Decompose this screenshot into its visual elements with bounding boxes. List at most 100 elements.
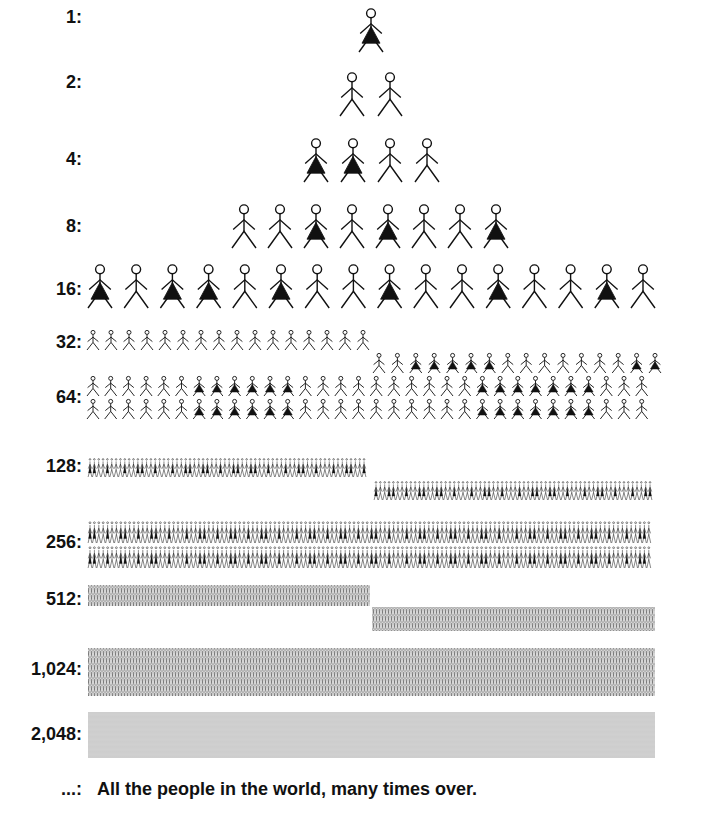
stick-figure bbox=[163, 547, 167, 568]
row-count: 1: bbox=[66, 8, 82, 28]
stick-figure bbox=[247, 522, 251, 543]
stick-figure bbox=[579, 482, 583, 500]
stick-figure bbox=[340, 73, 364, 116]
stick-figure bbox=[561, 482, 565, 500]
stick-figure bbox=[453, 522, 457, 543]
stick-figure bbox=[166, 459, 170, 477]
stick-figure bbox=[246, 376, 258, 396]
stick-figure bbox=[282, 522, 286, 543]
stick-figure bbox=[639, 482, 643, 500]
row-count: 1,024: bbox=[31, 660, 82, 680]
stick-figure bbox=[459, 399, 471, 419]
stick-figure bbox=[105, 399, 117, 419]
stick-figure bbox=[232, 459, 236, 477]
stick-figure bbox=[387, 547, 391, 568]
stick-figure bbox=[406, 399, 418, 419]
stick-figure bbox=[440, 522, 444, 543]
stick-figure bbox=[511, 547, 515, 568]
stick-figure bbox=[484, 205, 508, 248]
stick-figure bbox=[211, 399, 223, 419]
stick-figure bbox=[577, 547, 581, 568]
stick-figure bbox=[568, 522, 572, 543]
stick-figure bbox=[449, 522, 453, 543]
stick-figure bbox=[246, 399, 258, 419]
stick-figure bbox=[458, 547, 462, 568]
stick-figure bbox=[546, 522, 550, 543]
stick-figure bbox=[441, 399, 453, 419]
stick-figure bbox=[583, 482, 587, 500]
stick-figure bbox=[475, 547, 479, 568]
stick-figure bbox=[267, 330, 279, 350]
stick-figure bbox=[240, 459, 244, 477]
stick-figure bbox=[343, 522, 347, 543]
stick-figure bbox=[431, 482, 435, 500]
stick-figure bbox=[374, 522, 378, 543]
stick-figure bbox=[519, 547, 523, 568]
stick-figure bbox=[361, 547, 365, 568]
stick-figure bbox=[512, 399, 524, 419]
stick-figure bbox=[603, 522, 607, 543]
stick-figure bbox=[167, 522, 171, 543]
row-count: 512: bbox=[46, 590, 82, 610]
stick-figure bbox=[638, 547, 642, 568]
stick-figure bbox=[137, 522, 141, 543]
stick-figure bbox=[141, 330, 153, 350]
stick-figure bbox=[232, 205, 256, 248]
stick-figure bbox=[405, 482, 409, 500]
stick-figure bbox=[304, 139, 328, 182]
stick-figure bbox=[522, 482, 526, 500]
stick-figure bbox=[321, 547, 325, 568]
stick-figure bbox=[465, 353, 477, 373]
stick-figure bbox=[132, 459, 136, 477]
stick-figure bbox=[428, 353, 440, 373]
stick-figure bbox=[330, 547, 334, 568]
stick-figure bbox=[412, 205, 436, 248]
stick-figure bbox=[572, 522, 576, 543]
stick-figure bbox=[480, 547, 484, 568]
stick-figure bbox=[494, 376, 506, 396]
stick-figure bbox=[207, 547, 211, 568]
stick-figure bbox=[158, 399, 170, 419]
crowd-block bbox=[88, 648, 655, 696]
stick-figure bbox=[340, 205, 364, 248]
stick-figure bbox=[326, 522, 330, 543]
stick-figure bbox=[445, 522, 449, 543]
stick-figure bbox=[227, 459, 231, 477]
stick-figure bbox=[544, 482, 548, 500]
stick-figure bbox=[618, 482, 622, 500]
stick-figure bbox=[225, 547, 229, 568]
stick-figure bbox=[483, 482, 487, 500]
stick-figure bbox=[332, 459, 336, 477]
stick-figure bbox=[625, 547, 629, 568]
stick-figure bbox=[353, 376, 365, 396]
row-count: 2,048: bbox=[31, 725, 82, 745]
stick-figure bbox=[581, 522, 585, 543]
stick-figure bbox=[352, 522, 356, 543]
stick-figure bbox=[114, 459, 118, 477]
stick-figure bbox=[581, 547, 585, 568]
stick-figure bbox=[255, 522, 259, 543]
stick-figure bbox=[489, 547, 493, 568]
stick-figure bbox=[176, 376, 188, 396]
stick-figure bbox=[141, 547, 145, 568]
stick-figure bbox=[285, 330, 297, 350]
stick-figure bbox=[378, 265, 402, 308]
stick-figure bbox=[233, 522, 237, 543]
stick-figure bbox=[414, 522, 418, 543]
stick-figure bbox=[413, 482, 417, 500]
stick-figure bbox=[631, 353, 643, 373]
stick-figure bbox=[97, 547, 101, 568]
stick-figure bbox=[574, 482, 578, 500]
stick-figure bbox=[583, 376, 595, 396]
stick-figure bbox=[159, 522, 163, 543]
stick-figure bbox=[502, 522, 506, 543]
stick-figure bbox=[505, 482, 509, 500]
stick-figure bbox=[211, 376, 223, 396]
stick-figure bbox=[409, 522, 413, 543]
stick-figure bbox=[97, 459, 101, 477]
stick-figure bbox=[462, 547, 466, 568]
stick-figure bbox=[418, 547, 422, 568]
stick-figure bbox=[236, 459, 240, 477]
stick-figure bbox=[288, 459, 292, 477]
stick-figure bbox=[629, 522, 633, 543]
